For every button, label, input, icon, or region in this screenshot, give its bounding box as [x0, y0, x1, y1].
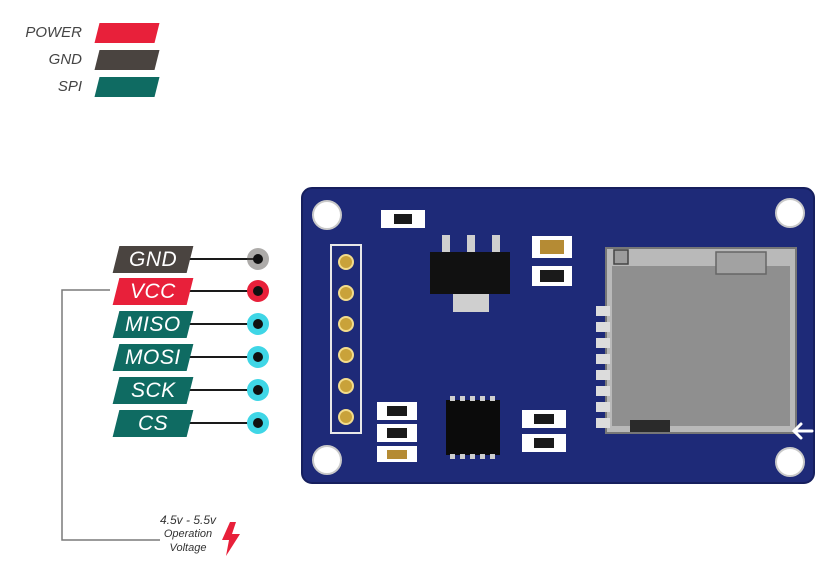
smd-capacitors — [522, 410, 566, 452]
lightning-icon — [222, 522, 240, 556]
legend-item-spi: SPI — [0, 76, 170, 100]
pin-label-vcc: VCC — [112, 278, 194, 305]
note-line-2: Voltage — [169, 542, 207, 554]
mounting-hole — [775, 447, 805, 477]
pin-label-cs: CS — [112, 410, 194, 437]
smd-capacitors — [532, 236, 572, 286]
pin-dot-gnd — [247, 248, 269, 270]
ic-chip — [446, 396, 500, 459]
mounting-hole — [312, 445, 342, 475]
legend-label: SPI — [57, 78, 82, 95]
pin-wires — [186, 258, 258, 424]
pin-dot-vcc — [247, 280, 269, 302]
pin-dot-mosi — [247, 346, 269, 368]
mounting-hole — [775, 198, 805, 228]
vcc-bracket-line — [61, 289, 160, 541]
legend-item-power: POWER — [0, 22, 170, 46]
pin-dot-sck — [247, 379, 269, 401]
pin-dot-miso — [247, 313, 269, 335]
pin-label-sck: SCK — [112, 377, 194, 404]
operation-voltage-note: 4.5v - 5.5v Operation Voltage — [148, 513, 228, 555]
arrow-left-icon — [791, 422, 814, 440]
legend-label: POWER — [25, 24, 82, 41]
note-line-1: Operation — [163, 528, 213, 540]
voltage-regulator — [430, 235, 510, 312]
pin-label-mosi: MOSI — [112, 344, 194, 371]
pin-header — [330, 244, 362, 434]
pin-label-miso: MISO — [112, 311, 194, 338]
header-pins — [338, 254, 354, 425]
pin-label-gnd: GND — [112, 246, 194, 273]
mounting-hole — [312, 200, 342, 230]
voltage-range: 4.5v - 5.5v — [159, 513, 217, 527]
legend-item-gnd: GND — [0, 49, 170, 73]
sd-card-slot — [596, 247, 797, 434]
legend-label: GND — [48, 51, 82, 68]
smd-resistor-array — [377, 402, 417, 462]
pin-dot-cs — [247, 412, 269, 434]
